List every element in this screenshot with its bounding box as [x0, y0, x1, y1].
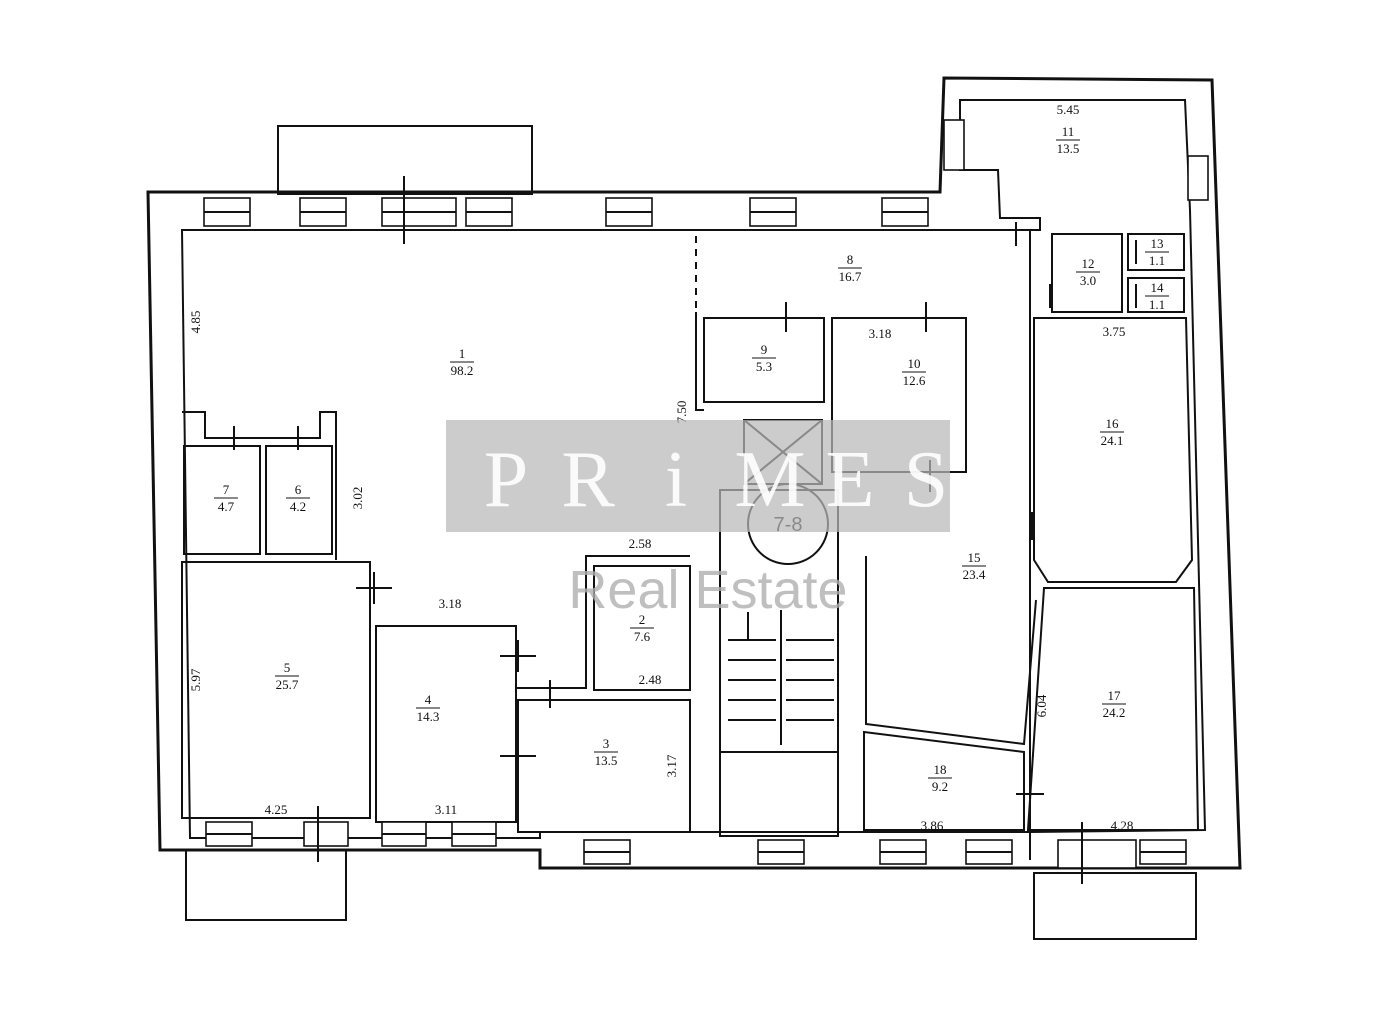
watermark-letter: P	[484, 436, 529, 524]
outer-wall	[146, 76, 1242, 870]
room-area: 23.4	[963, 567, 986, 582]
room-label-2: 27.6	[630, 612, 654, 644]
room-labels: 198.227.6313.5414.3525.764.274.7816.795.…	[214, 124, 1169, 794]
room-area: 13.5	[1057, 141, 1080, 156]
dimension-label: 3.75	[1103, 324, 1126, 339]
room-label-12: 123.0	[1076, 256, 1100, 288]
room-label-7: 74.7	[214, 482, 238, 514]
room-label-4: 414.3	[416, 692, 440, 724]
watermark-letter: S	[904, 436, 949, 524]
room-area: 14.3	[417, 709, 440, 724]
room-number: 11	[1062, 124, 1075, 139]
room-area: 13.5	[595, 753, 618, 768]
room-label-3: 313.5	[594, 736, 618, 768]
room-number: 1	[459, 346, 466, 361]
room-area: 5.3	[756, 359, 772, 374]
room-label-16: 16 24.1	[1100, 416, 1124, 448]
dimension-label: 4.28	[1111, 818, 1134, 833]
room-label-11: 11 13.5	[1056, 124, 1080, 156]
room-area: 4.7	[218, 499, 235, 514]
room-number: 7	[223, 482, 230, 497]
dimension-label: 7.50	[674, 401, 689, 424]
dimension-label: 3.18	[869, 326, 892, 341]
balcony-bottom-left	[185, 849, 347, 921]
dimension-label: 3.11	[435, 802, 457, 817]
room-number: 17	[1108, 688, 1122, 703]
room-number: 4	[425, 692, 432, 707]
room-label-15: 15 23.4	[962, 550, 986, 582]
room-number: 3	[603, 736, 610, 751]
room-area: 12.6	[903, 373, 926, 388]
room-number: 10	[908, 356, 921, 371]
room-number: 5	[284, 660, 291, 675]
room-area: 7.6	[634, 629, 651, 644]
watermark-letter: R	[561, 436, 615, 524]
partitions	[181, 230, 1200, 860]
room-label-9: 95.3	[752, 342, 776, 374]
room-number: 12	[1082, 256, 1095, 271]
watermark-subtitle: Real Estate	[568, 560, 847, 620]
room-area: 3.0	[1080, 273, 1096, 288]
room-label-6: 64.2	[286, 482, 310, 514]
room-number: 15	[968, 550, 981, 565]
dimension-label: 3.17	[664, 754, 679, 777]
room-label-1: 198.2	[450, 346, 474, 378]
room-label-8: 816.7	[838, 252, 862, 284]
room-label-10: 10 12.6	[902, 356, 926, 388]
room-label-17: 17 24.2	[1102, 688, 1126, 720]
room-number: 14	[1151, 280, 1165, 295]
watermark-letter: E	[826, 436, 875, 524]
dimension-label: 3.86	[921, 818, 944, 833]
room-area: 1.1	[1149, 297, 1165, 312]
room-area: 9.2	[932, 779, 948, 794]
room-label-18: 189.2	[928, 762, 952, 794]
dimension-label: 4.85	[188, 311, 203, 334]
room-area: 1.1	[1149, 253, 1165, 268]
dimension-label: 5.45	[1057, 102, 1080, 117]
room-label-13: 131.1	[1145, 236, 1169, 268]
watermark-letter: i	[665, 436, 687, 524]
room-area: 4.2	[290, 499, 306, 514]
dimension-label: 2.58	[629, 536, 652, 551]
room-number: 13	[1151, 236, 1164, 251]
room-number: 9	[761, 342, 768, 357]
room-number: 16	[1106, 416, 1120, 431]
dimension-label: 4.25	[265, 802, 288, 817]
dimension-label: 2.48	[639, 672, 662, 687]
room-label-5: 525.7	[275, 660, 299, 692]
inner-wall	[180, 99, 1207, 839]
room-area: 24.2	[1103, 705, 1126, 720]
room-number: 18	[934, 762, 947, 777]
dimension-label: 6.04	[1034, 694, 1049, 717]
room-area: 98.2	[451, 363, 474, 378]
dimension-label: 5.97	[188, 668, 203, 691]
watermark-letter: M	[734, 436, 805, 524]
room-number: 6	[295, 482, 302, 497]
room-area: 16.7	[839, 269, 862, 284]
windows	[203, 119, 1209, 869]
dimension-label: 3.02	[350, 487, 365, 510]
dimension-label: 3.18	[439, 596, 462, 611]
room-label-14: 141.1	[1145, 280, 1169, 312]
room-area: 24.1	[1101, 433, 1124, 448]
room-number: 2	[639, 612, 646, 627]
balcony-bottom-right	[1033, 872, 1197, 940]
room-area: 25.7	[276, 677, 299, 692]
room-number: 8	[847, 252, 854, 267]
stair-steps	[728, 610, 834, 745]
